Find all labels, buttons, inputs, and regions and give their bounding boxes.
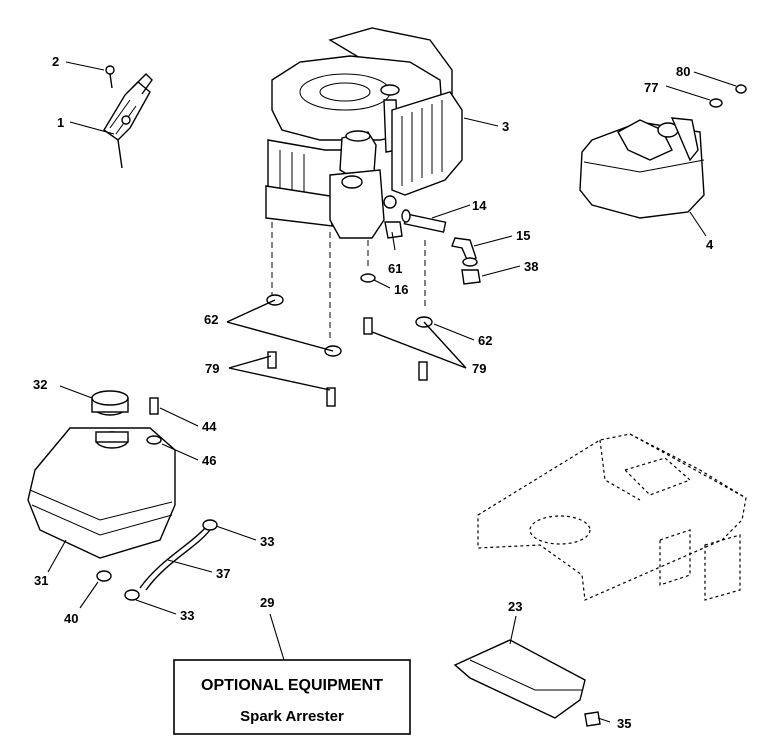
- callout-79-left: 79: [205, 361, 219, 376]
- callout-44: 44: [202, 419, 217, 434]
- callout-62-left: 62: [204, 312, 218, 327]
- callout-4: 4: [706, 237, 714, 252]
- optional-equipment-box: OPTIONAL EQUIPMENT Spark Arrester: [173, 659, 411, 735]
- callout-32: 32: [33, 377, 47, 392]
- callout-80: 80: [676, 64, 690, 79]
- muffler: [579, 84, 747, 219]
- optional-equipment-title: OPTIONAL EQUIPMENT: [201, 677, 383, 694]
- engine: [265, 27, 463, 239]
- callout-3: 3: [502, 119, 509, 134]
- callout-33-bottom: 33: [180, 608, 194, 623]
- callout-15: 15: [516, 228, 530, 243]
- callout-14: 14: [472, 198, 487, 213]
- callout-62-right: 62: [478, 333, 492, 348]
- callout-1: 1: [57, 115, 64, 130]
- callout-33-top: 33: [260, 534, 274, 549]
- chassis-frame: [477, 433, 747, 601]
- spark-arrester-label: Spark Arrester: [240, 708, 344, 725]
- fuel-line: [124, 519, 218, 601]
- throttle-control: [103, 65, 153, 169]
- callout-79-right: 79: [472, 361, 486, 376]
- callout-38: 38: [524, 259, 538, 274]
- callout-46: 46: [202, 453, 216, 468]
- callout-2: 2: [52, 54, 59, 69]
- callout-31: 31: [34, 573, 48, 588]
- fuel-fittings: [384, 209, 481, 285]
- callout-35: 35: [617, 716, 631, 731]
- callout-16: 16: [394, 282, 408, 297]
- callout-labels: 1 2 3 4 14 15 16 23 29 31 32 33 33 35 37…: [33, 54, 714, 731]
- spark-arrester: [453, 639, 601, 727]
- callout-40: 40: [64, 611, 78, 626]
- callout-23: 23: [508, 599, 522, 614]
- mount-hardware: [226, 222, 467, 407]
- callout-77: 77: [644, 80, 658, 95]
- fuel-tank: [27, 390, 176, 582]
- callout-61: 61: [388, 261, 402, 276]
- callout-37: 37: [216, 566, 230, 581]
- leader-lines: [47, 61, 737, 723]
- callout-29: 29: [260, 595, 274, 610]
